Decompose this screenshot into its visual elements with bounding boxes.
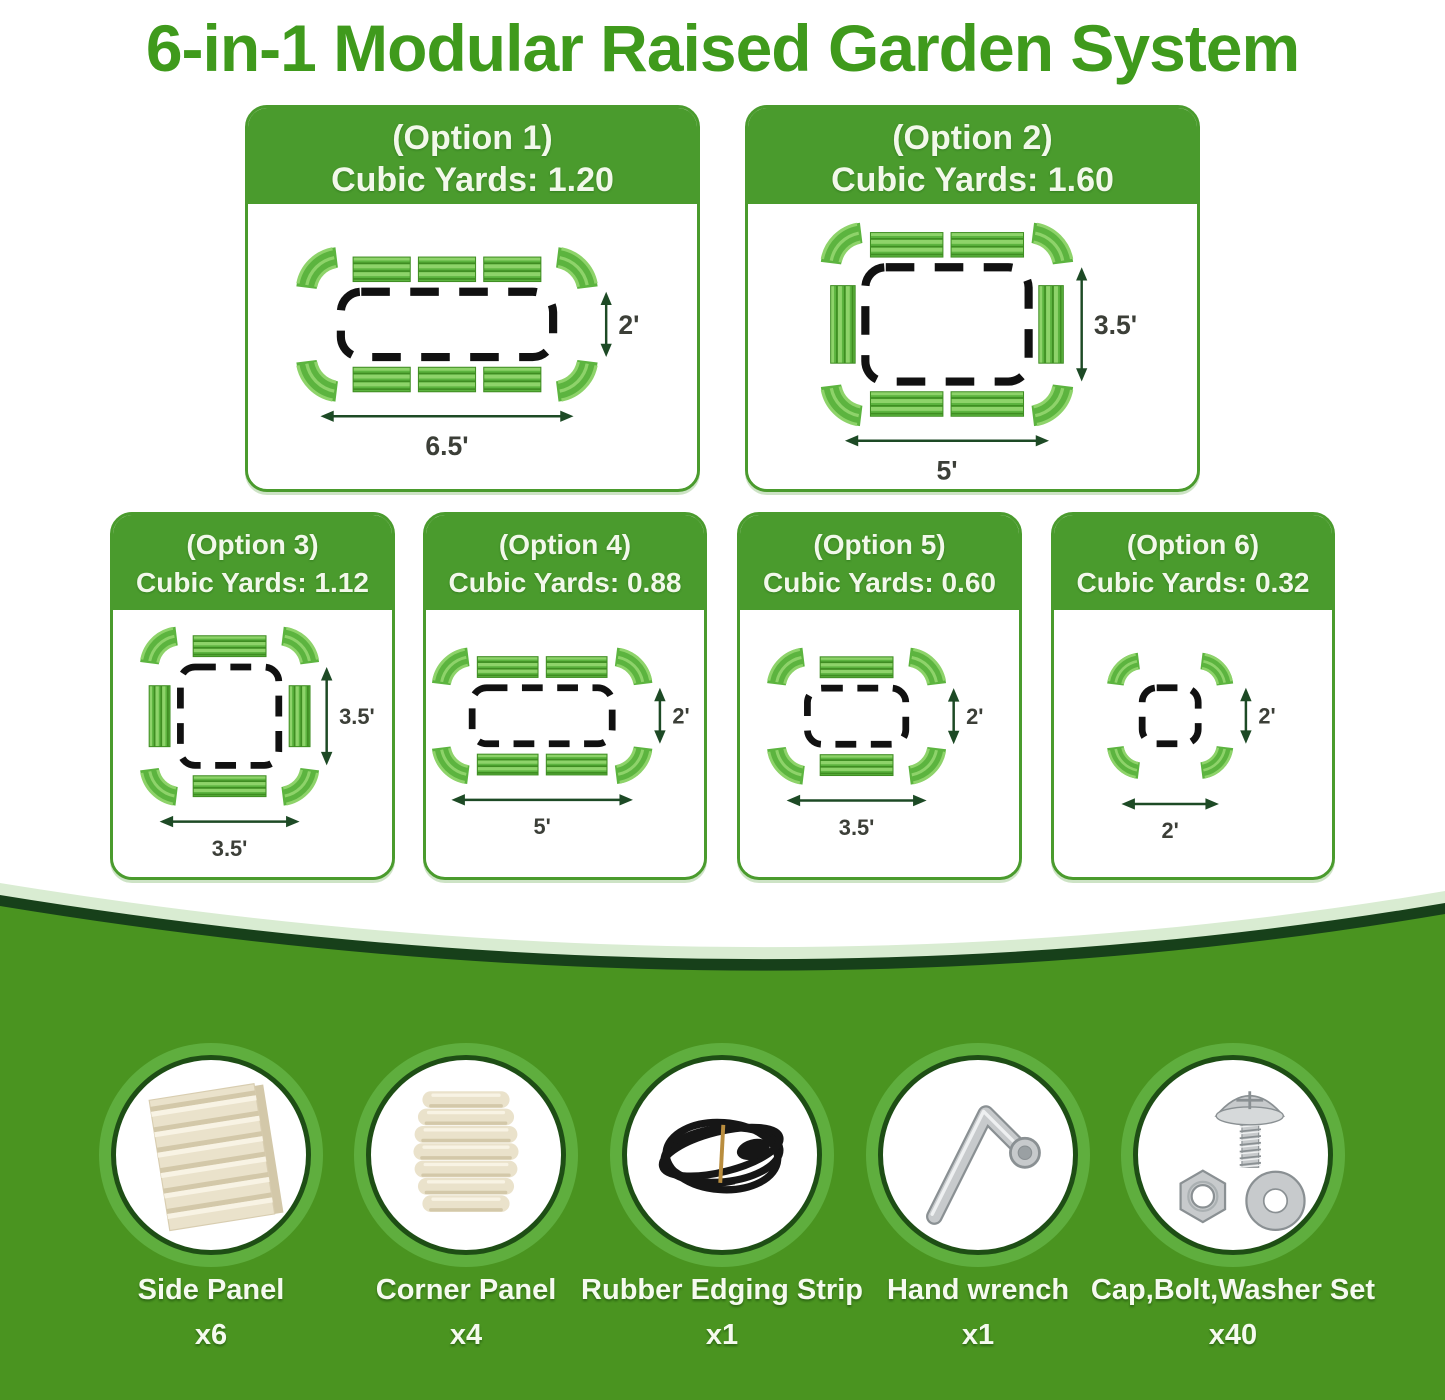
height-dimension-label: 2' (618, 310, 639, 340)
width-dimension-label: 3.5' (212, 836, 248, 861)
part-name: Side Panel (137, 1274, 285, 1306)
option-card-body: 2' 5' (426, 610, 704, 872)
width-dimension-label: 2' (1162, 818, 1179, 843)
part-label-4: Hand wrench x1 (828, 1268, 1128, 1358)
part-count: x4 (449, 1319, 483, 1351)
option-cubic-yards: Cubic Yards: 1.20 (331, 161, 614, 199)
height-dimension-label: 3.5' (339, 704, 375, 729)
part-name: Rubber Edging Strip (581, 1274, 863, 1306)
option-cubic-yards: Cubic Yards: 0.32 (1076, 567, 1310, 598)
part-label-1: Side Panel x6 (61, 1268, 361, 1358)
height-dimension-label: 2' (966, 704, 983, 729)
part-label-2: Corner Panel x4 (316, 1268, 616, 1358)
part-count: x40 (1208, 1319, 1258, 1351)
hand-wrench-icon (926, 1105, 1041, 1225)
option-cubic-yards: Cubic Yards: 0.88 (448, 567, 682, 598)
part-label-3: Rubber Edging Strip x1 (572, 1268, 872, 1358)
width-dimension-label: 5' (936, 456, 957, 486)
bed-layout-diagram-option-3: 3.5' 3.5' (140, 626, 375, 861)
option-card-body: 3.5' 3.5' (113, 610, 392, 873)
bed-layout-diagram-option-5: 2' 3.5' (767, 647, 984, 840)
option-card-header: (Option 5) Cubic Yards: 0.60 (740, 515, 1019, 610)
option-card-header: (Option 4) Cubic Yards: 0.88 (426, 515, 704, 610)
option-cubic-yards: Cubic Yards: 1.12 (136, 567, 369, 598)
option-card-body: 3.5' 5' (748, 204, 1197, 488)
page-title: 6-in-1 Modular Raised Garden System (145, 11, 1300, 85)
option-title: (Option 5) (813, 529, 946, 560)
height-dimension-label: 3.5' (1094, 310, 1137, 340)
part-count: x1 (961, 1319, 995, 1351)
option-card-header: (Option 1) Cubic Yards: 1.20 (248, 108, 697, 204)
side-panel-icon (148, 1083, 284, 1232)
bed-layout-diagram-option-6: 2' 2' (1107, 652, 1276, 843)
option-card-2: (Option 2) Cubic Yards: 1.60 3.5' 5' (745, 105, 1200, 492)
cap-bolt-washer-icon (1179, 1091, 1306, 1231)
rubber-edging-strip-icon (658, 1118, 784, 1194)
bed-layout-diagram-option-2: 3.5' 5' (820, 222, 1137, 486)
option-card-header: (Option 6) Cubic Yards: 0.32 (1054, 515, 1332, 610)
height-dimension-label: 2' (1258, 704, 1275, 729)
section-curve-divider (0, 883, 1445, 1015)
part-count: x1 (705, 1319, 739, 1351)
width-dimension-label: 3.5' (839, 815, 875, 840)
part-circle-1 (111, 1055, 311, 1255)
option-card-5: (Option 5) Cubic Yards: 0.60 2' 3.5' (737, 512, 1022, 880)
option-card-1: (Option 1) Cubic Yards: 1.20 2' 6.5' (245, 105, 700, 492)
part-name: Hand wrench (886, 1274, 1070, 1306)
option-card-6: (Option 6) Cubic Yards: 0.32 2' 2' (1051, 512, 1335, 880)
part-label-5: Cap,Bolt,Washer Set x40 (1083, 1268, 1383, 1358)
width-dimension-label: 5' (534, 814, 551, 839)
part-circle-3 (622, 1055, 822, 1255)
option-card-3: (Option 3) Cubic Yards: 1.12 3.5' 3.5' (110, 512, 395, 880)
corner-panel-icon (413, 1091, 519, 1212)
part-name: Corner Panel (375, 1274, 557, 1306)
bed-layout-diagram-option-4: 2' 5' (431, 647, 690, 839)
part-circle-2 (366, 1055, 566, 1255)
width-dimension-label: 6.5' (425, 431, 468, 461)
part-count: x6 (194, 1319, 228, 1351)
option-title: (Option 2) (892, 119, 1053, 157)
part-circle-5 (1133, 1055, 1333, 1255)
option-cubic-yards: Cubic Yards: 1.60 (831, 161, 1114, 199)
option-card-body: 2' 2' (1054, 610, 1332, 872)
option-title: (Option 6) (1126, 529, 1260, 560)
bed-layout-diagram-option-1: 2' 6.5' (296, 247, 639, 461)
height-dimension-label: 2' (672, 704, 689, 729)
option-cubic-yards: Cubic Yards: 0.60 (763, 567, 996, 598)
option-title: (Option 1) (392, 119, 553, 157)
option-card-header: (Option 2) Cubic Yards: 1.60 (748, 108, 1197, 204)
option-card-body: 2' 6.5' (248, 204, 697, 488)
part-name: Cap,Bolt,Washer Set (1090, 1274, 1376, 1306)
part-circle-4 (878, 1055, 1078, 1255)
option-title: (Option 3) (186, 529, 319, 560)
option-card-body: 2' 3.5' (740, 610, 1019, 873)
option-card-header: (Option 3) Cubic Yards: 1.12 (113, 515, 392, 610)
option-title: (Option 4) (498, 529, 632, 560)
option-card-4: (Option 4) Cubic Yards: 0.88 2' 5' (423, 512, 707, 880)
